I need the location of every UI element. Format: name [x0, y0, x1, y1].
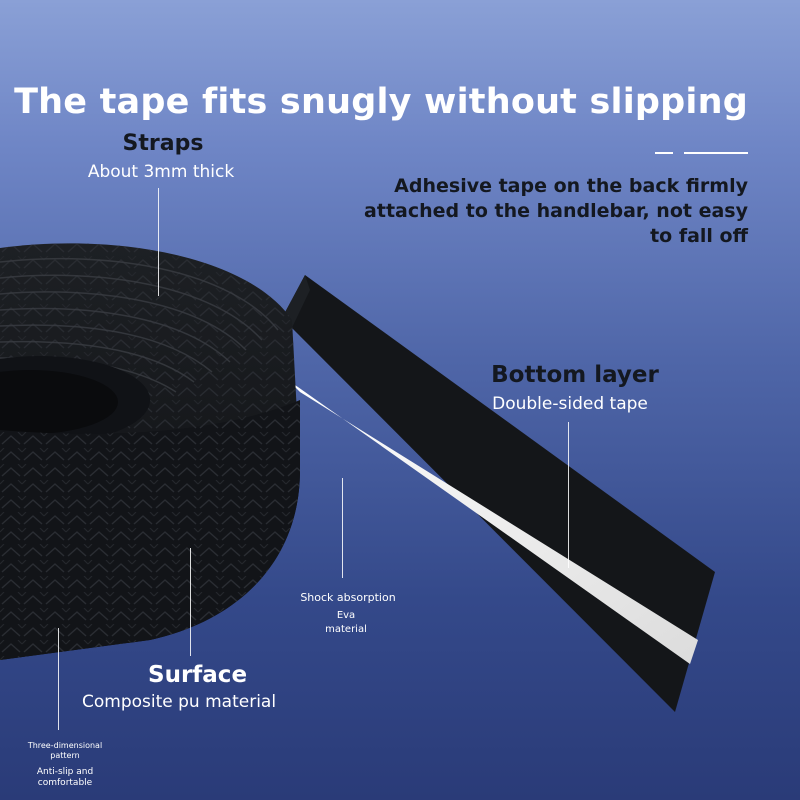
bottom-layer-subtitle: Double-sided tape	[492, 394, 648, 414]
surface-title: Surface	[148, 662, 248, 688]
surface-pointer-line	[190, 548, 191, 656]
tape-tail	[282, 275, 715, 712]
tape-roll	[0, 243, 300, 660]
pattern-note-line-2: pattern	[50, 751, 80, 760]
decor-dash-short	[655, 152, 673, 154]
straps-title: Straps	[122, 131, 204, 156]
eva-material-label: Eva material	[300, 609, 392, 637]
decor-dash-long	[684, 152, 748, 154]
pattern-note: Three-dimensional pattern	[18, 741, 112, 761]
adhesive-strip	[288, 380, 698, 664]
adhesive-line-3: to fall off	[650, 225, 748, 247]
adhesive-line-2: attached to the handlebar, not easy	[364, 200, 748, 222]
adhesive-line-1: Adhesive tape on the back firmly	[394, 175, 748, 197]
straps-pointer-line	[158, 188, 159, 296]
pattern-pointer-line	[58, 628, 59, 730]
grip-note: Anti-slip and comfortable	[18, 767, 112, 789]
shock-absorption-label: Shock absorption	[300, 591, 396, 604]
eva-label-line-1: Eva	[336, 610, 356, 621]
grip-note-line-2: comfortable	[37, 778, 93, 788]
straps-subtitle: About 3mm thick	[87, 162, 235, 182]
bottom-layer-title: Bottom layer	[491, 362, 659, 388]
surface-subtitle: Composite pu material	[82, 692, 277, 712]
bottom-layer-pointer-line	[568, 422, 569, 568]
pattern-note-line-1: Three-dimensional	[27, 741, 103, 750]
middle-layer-pointer-line	[342, 478, 343, 578]
adhesive-description: Adhesive tape on the back firmly attache…	[328, 174, 748, 249]
grip-note-line-1: Anti-slip and	[36, 767, 94, 777]
eva-label-line-2: material	[325, 624, 367, 635]
headline: The tape fits snugly without slipping	[14, 82, 748, 122]
